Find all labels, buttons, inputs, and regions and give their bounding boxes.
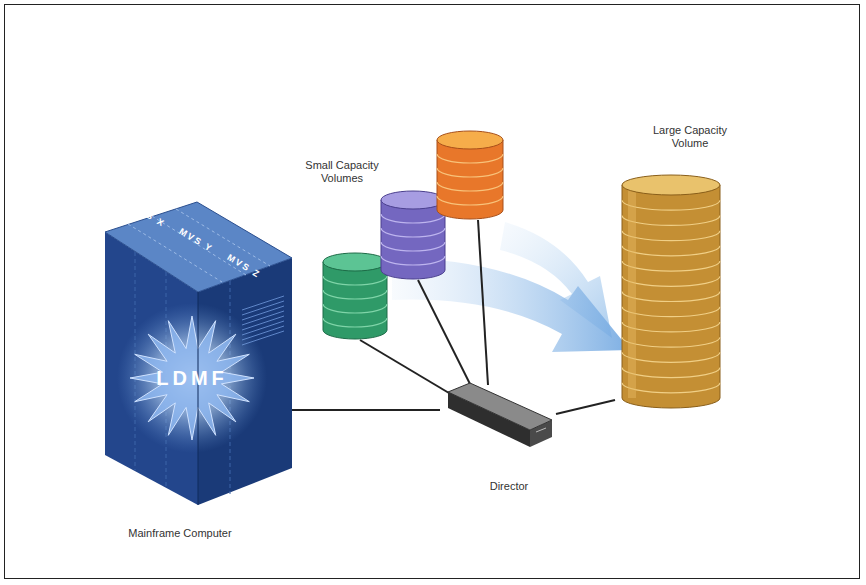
group-label: Small Capacity Volumes — [302, 159, 382, 185]
node-caption: Mainframe Computer — [128, 527, 231, 540]
node-heading: Large Capacity Volume — [648, 124, 732, 150]
purple-volume — [381, 191, 445, 279]
green-volume — [323, 253, 387, 339]
connection-line — [292, 409, 440, 411]
node-caption: Director — [490, 480, 529, 493]
system-label: MVS Y — [176, 225, 215, 256]
large-volume-cylinder — [615, 118, 765, 410]
director-node: Director — [440, 378, 556, 496]
connection-line — [556, 400, 615, 414]
orange-volume — [437, 131, 503, 219]
product-name: LDMF — [156, 367, 228, 389]
mainframe-cabinet — [105, 202, 292, 505]
large-volume-node: Large Capacity Volume — [615, 118, 765, 410]
system-label: MVS Z — [225, 251, 264, 281]
director-device — [440, 378, 556, 496]
system-label: MVS X — [128, 200, 167, 231]
mainframe-node: MVS X MVS Y MVS Z LDMF Mainframe Computer — [100, 195, 292, 545]
